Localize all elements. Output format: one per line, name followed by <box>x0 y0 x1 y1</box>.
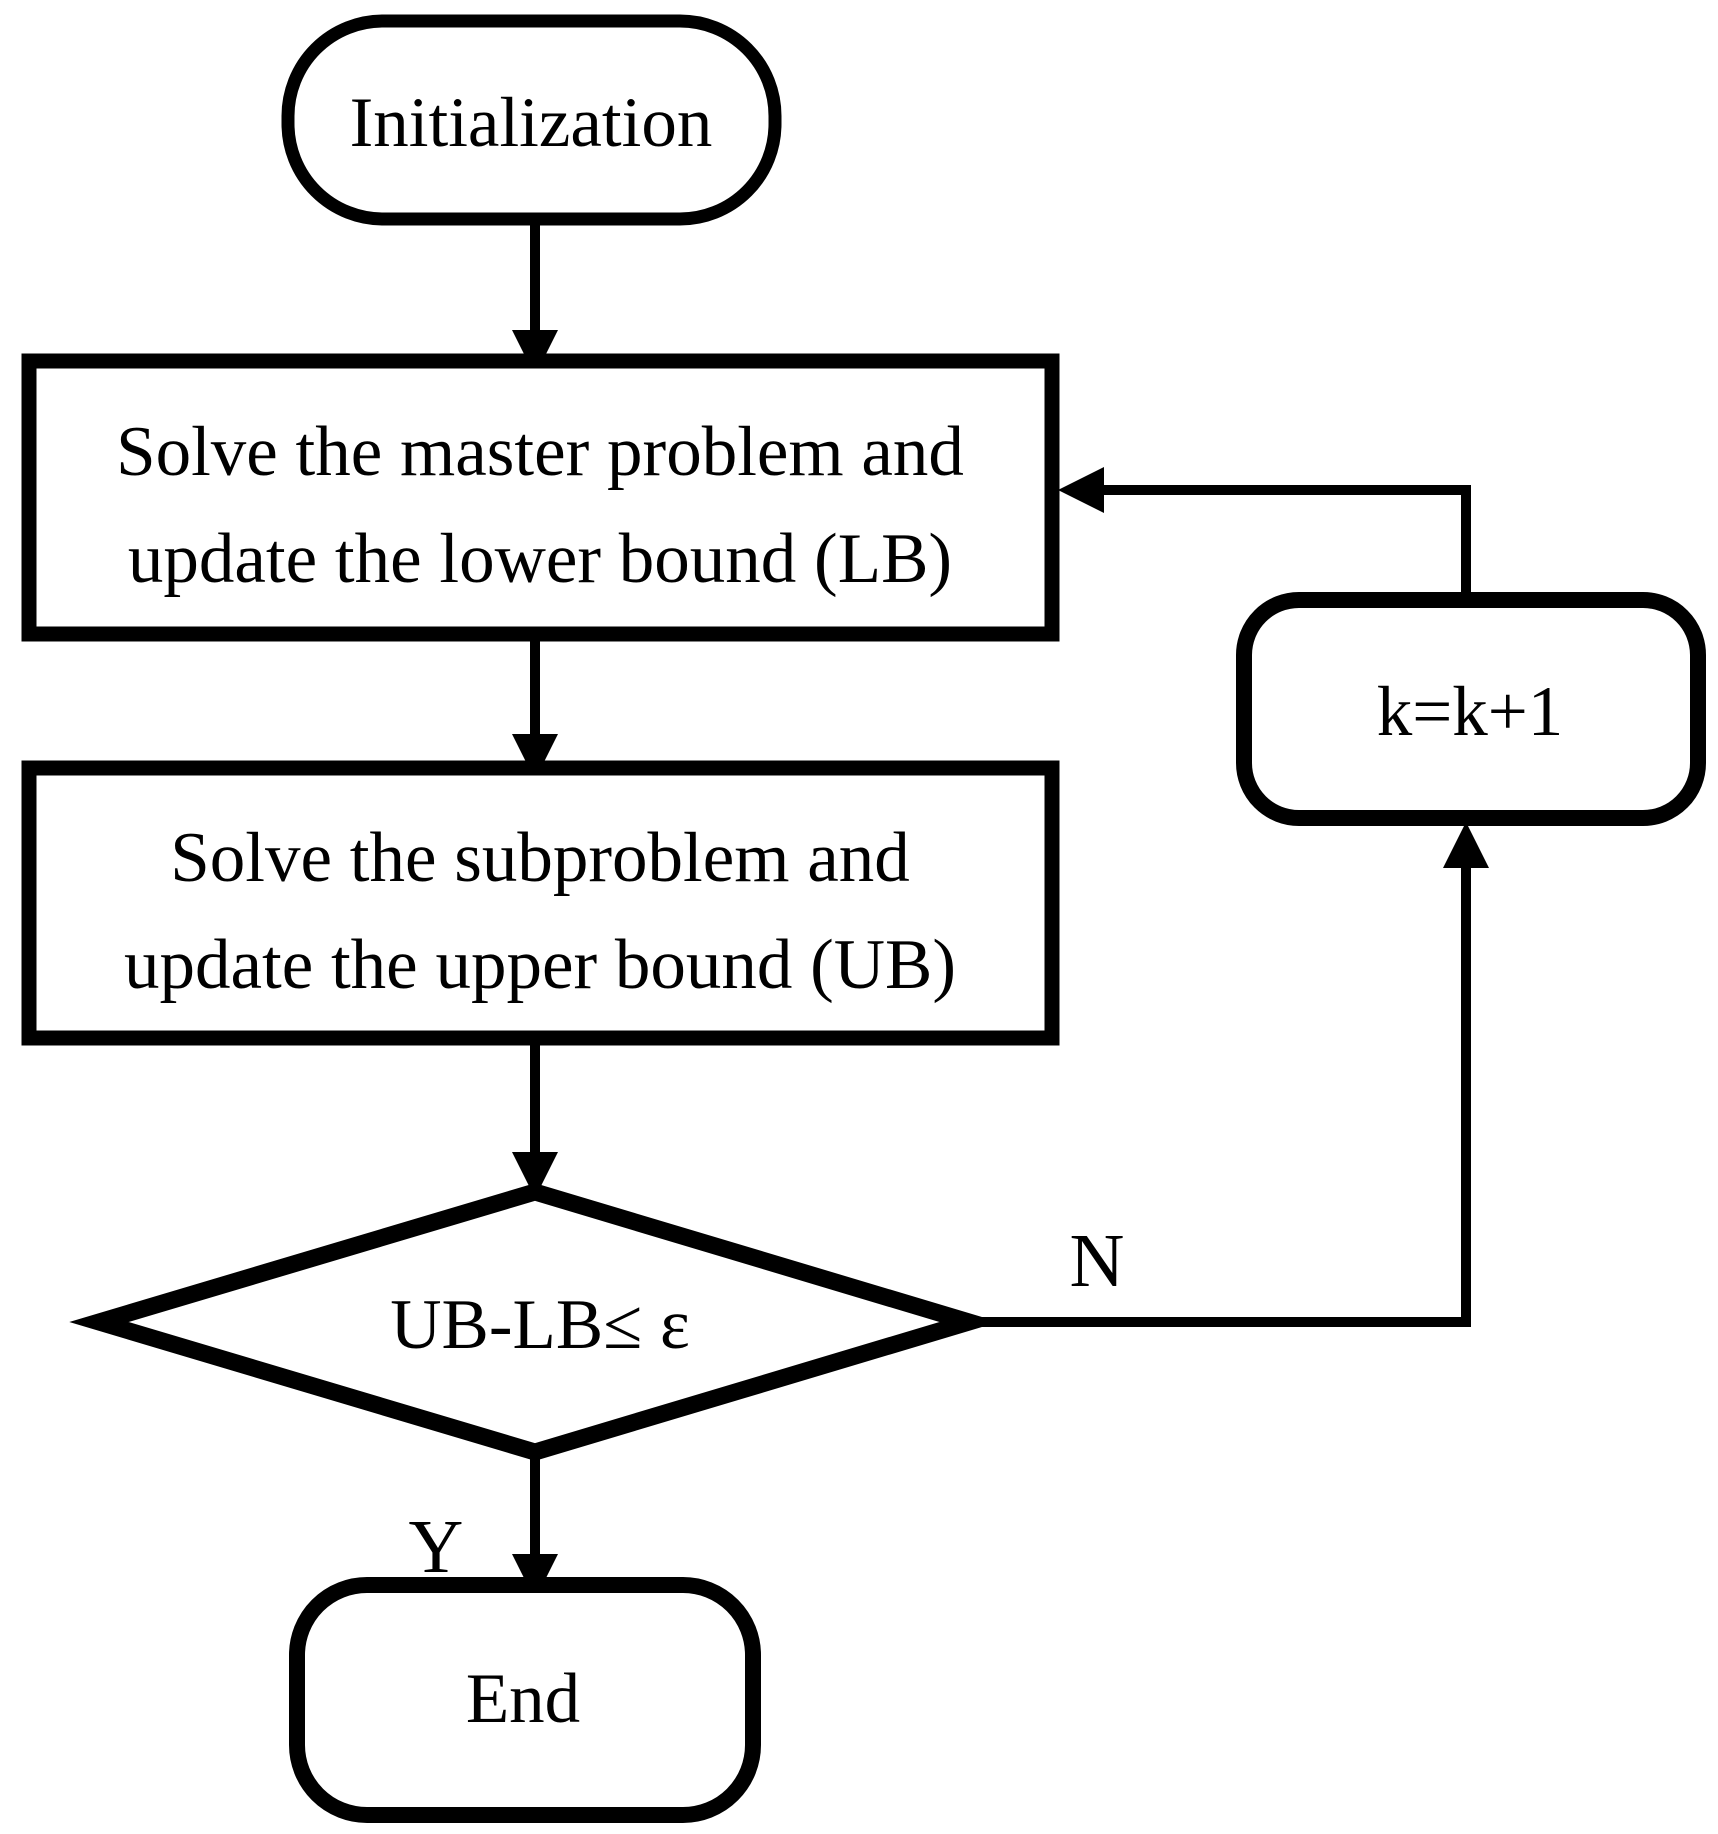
arrowhead-down-into-master <box>512 330 558 376</box>
node-decision: UB-LB≤ ε <box>69 1183 999 1461</box>
edge-subproblem-to-decision <box>512 1038 558 1198</box>
arrowhead-down-into-decision <box>512 1152 558 1198</box>
node-increment: k=k+1 <box>1236 592 1706 826</box>
edge-increment-to-master <box>1058 467 1471 602</box>
master-process-label-line2: update the lower bound (LB) <box>128 520 952 598</box>
arrowhead-left-into-master <box>1058 467 1104 513</box>
edge-start-to-master <box>512 219 558 376</box>
arrowhead-down-into-subproblem <box>512 734 558 780</box>
subproblem-process-label-line1: Solve the subproblem and <box>170 819 909 897</box>
end-label: End <box>466 1660 580 1738</box>
subproblem-process-shape <box>21 760 1060 1046</box>
increment-process-shape <box>1236 592 1706 826</box>
arrowhead-up-into-increment <box>1443 822 1489 868</box>
increment-label: k=k+1 <box>1377 673 1564 751</box>
edge-master-to-subproblem <box>512 634 558 780</box>
edge-increment-to-master-line <box>1102 485 1471 602</box>
node-subproblem-process: Solve the subproblem and update the uppe… <box>21 760 1060 1046</box>
decision-label: UB-LB≤ ε <box>390 1286 690 1364</box>
master-process-shape <box>21 353 1060 642</box>
end-terminator-shape <box>289 1577 761 1823</box>
decision-diamond-shape <box>69 1183 999 1461</box>
edge-decision-no-to-increment <box>969 822 1489 1327</box>
node-end: End <box>289 1577 761 1823</box>
start-terminator-shape <box>281 14 782 226</box>
master-process-label-line1: Solve the master problem and <box>116 413 964 491</box>
node-master-process: Solve the master problem and update the … <box>21 353 1060 642</box>
node-start: Initialization <box>281 14 782 226</box>
edge-decision-no-line <box>969 866 1471 1327</box>
subproblem-process-label-line2: update the upper bound (UB) <box>124 926 956 1004</box>
start-label: Initialization <box>350 84 713 162</box>
branch-label-no: N <box>1070 1219 1125 1303</box>
branch-label-yes: Y <box>409 1505 464 1589</box>
